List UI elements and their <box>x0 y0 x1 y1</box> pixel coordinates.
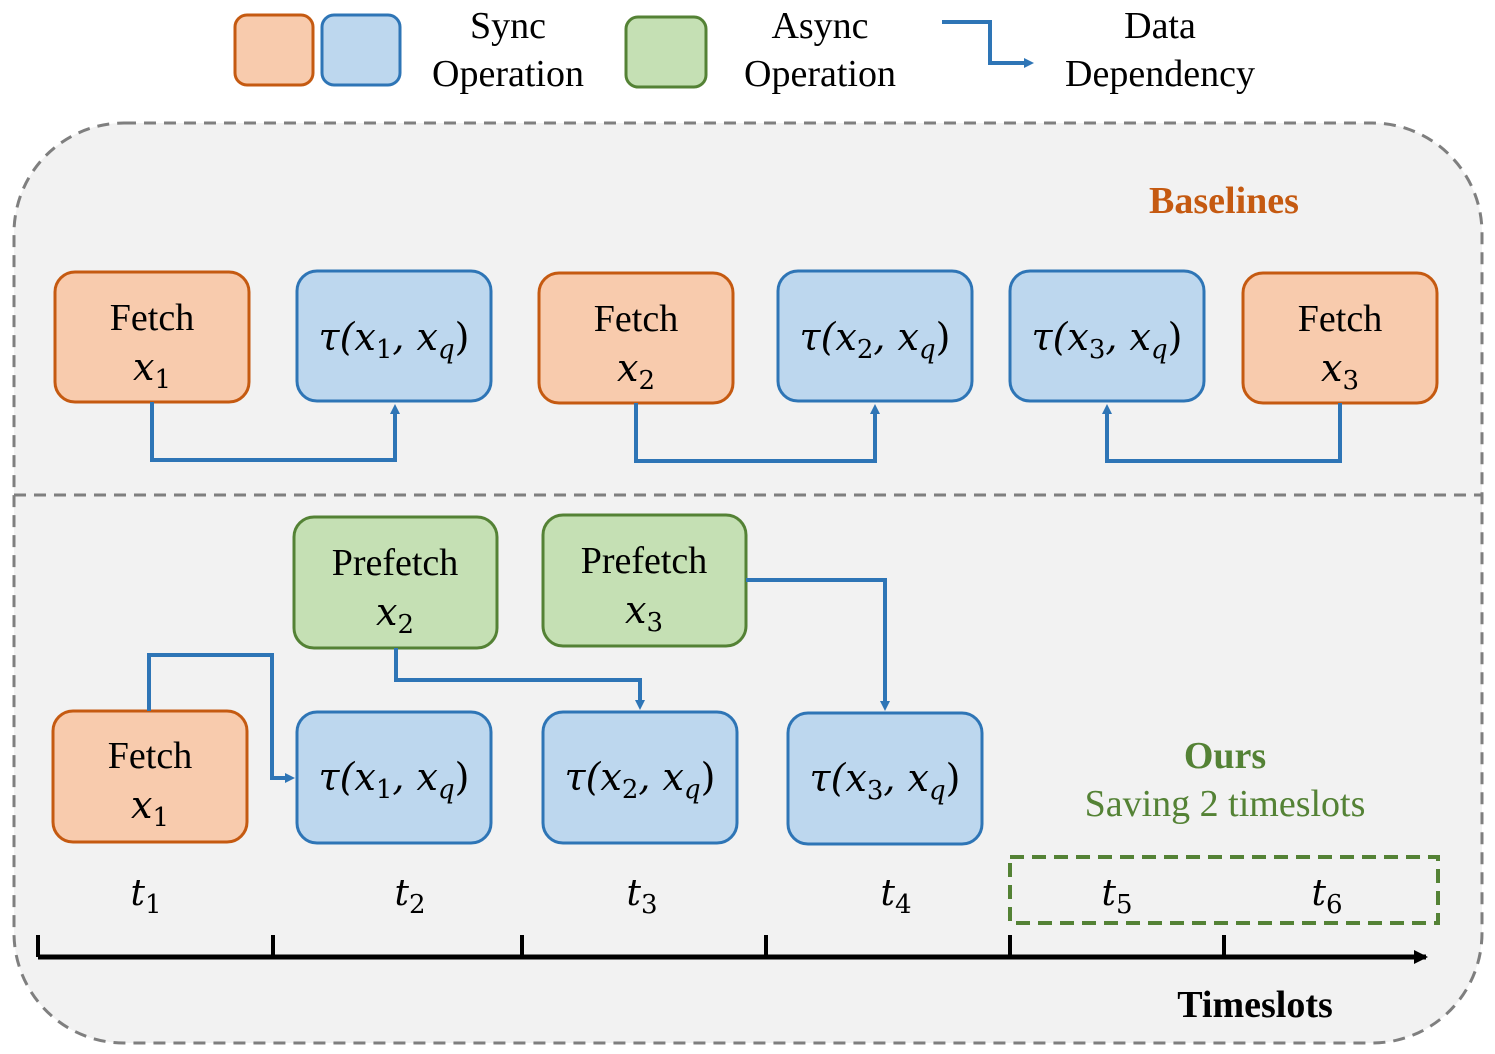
legend-async-label-line2: Operation <box>744 53 896 95</box>
main-panel <box>12 121 1484 1045</box>
timeslot-label-t1: t1 <box>130 873 161 920</box>
timeslot-label-t6: t6 <box>1311 873 1342 920</box>
ours-dep-arrow-prefetch3-to-tau3 <box>746 578 890 711</box>
legend-dependency-label-line1: Data <box>1124 5 1196 47</box>
baseline-fetch-x2-var: x2 <box>617 346 655 396</box>
legend-sync-label-line1: Sync <box>470 5 546 47</box>
legend-sync-blue-swatch <box>320 13 402 87</box>
ours-tau-x1-box: τ(x1, xq) <box>295 710 493 845</box>
legend-sync-label-line2: Operation <box>432 53 584 95</box>
timeslot-label-t3: t3 <box>626 873 657 920</box>
timeslot-label-t4: t4 <box>880 873 911 920</box>
ours-dep-arrow-fetch1-to-tau1 <box>147 653 295 783</box>
baseline-tau-x1-expr: τ(x1, xq) <box>319 315 470 365</box>
baseline-fetch-x3-box: Fetch x3 <box>1241 271 1439 405</box>
legend-async-label-line1: Async <box>771 5 868 47</box>
ours-prefetch-x2-var: x2 <box>376 590 414 640</box>
baseline-tau-x3-box: τ(x3, xq) <box>1008 269 1206 403</box>
ours-prefetch-x2-box: Prefetch x2 <box>292 515 499 650</box>
baseline-dep-arrow-1 <box>150 402 400 462</box>
baselines-section: Baselines Fetch x1 τ(x1, xq) Fetch x2 τ(… <box>53 180 1439 463</box>
baseline-fetch-x1-var: x1 <box>133 345 171 395</box>
ours-dep-arrow-prefetch2-to-tau2 <box>394 648 645 710</box>
baseline-dep-arrow-3 <box>1102 403 1342 463</box>
baseline-fetch-x1-title: Fetch <box>110 297 194 339</box>
timeline-axis-label: Timeslots <box>1177 984 1333 1026</box>
ours-tau-x1-expr: τ(x1, xq) <box>319 755 470 805</box>
ours-fetch-x1-box: Fetch x1 <box>51 709 249 844</box>
baseline-fetch-x3-title: Fetch <box>1298 298 1382 340</box>
legend-sync-orange-swatch <box>233 13 315 87</box>
baseline-fetch-x1-box: Fetch x1 <box>53 270 251 404</box>
baseline-fetch-x3-var: x3 <box>1321 346 1359 396</box>
saved-timeslots-box <box>1008 855 1440 925</box>
ours-prefetch-x2-title: Prefetch <box>332 542 459 584</box>
legend-dependency-label-line2: Dependency <box>1065 53 1255 95</box>
ours-prefetch-x3-title: Prefetch <box>581 540 708 582</box>
ours-tau-x3-expr: τ(x3, xq) <box>810 756 961 806</box>
baseline-fetch-x2-title: Fetch <box>594 298 678 340</box>
ours-tau-x2-expr: τ(x2, xq) <box>565 755 716 805</box>
baseline-dep-arrow-2 <box>634 403 880 463</box>
ours-fetch-x1-var: x1 <box>131 783 169 833</box>
baseline-tau-x1-box: τ(x1, xq) <box>295 269 493 403</box>
ours-saving-text: Saving 2 timeslots <box>1085 783 1366 825</box>
baselines-label: Baselines <box>1149 180 1299 222</box>
baseline-tau-x2-box: τ(x2, xq) <box>776 269 974 403</box>
baseline-tau-x2-expr: τ(x2, xq) <box>800 315 951 365</box>
timeslot-label-t5: t5 <box>1101 873 1132 920</box>
legend: Sync Operation Async Operation Data Depe… <box>233 5 1255 95</box>
ours-prefetch-x3-var: x3 <box>625 588 663 638</box>
legend-async-swatch <box>624 15 708 89</box>
baseline-tau-x3-expr: τ(x3, xq) <box>1032 315 1183 365</box>
ours-section: Ours Saving 2 timeslots Prefetch x2 Pref… <box>51 513 1440 925</box>
baseline-fetch-x2-box: Fetch x2 <box>537 271 735 405</box>
ours-label: Ours <box>1184 735 1266 777</box>
timeline: t1 t2 t3 t4 t5 t6 Timeslots <box>36 873 1428 1026</box>
ours-fetch-x1-title: Fetch <box>108 735 192 777</box>
ours-tau-x3-box: τ(x3, xq) <box>786 711 984 846</box>
ours-tau-x2-box: τ(x2, xq) <box>541 710 739 845</box>
timeslot-label-t2: t2 <box>394 873 425 920</box>
ours-prefetch-x3-box: Prefetch x3 <box>541 513 748 648</box>
legend-dependency-arrow-icon <box>942 20 1034 68</box>
